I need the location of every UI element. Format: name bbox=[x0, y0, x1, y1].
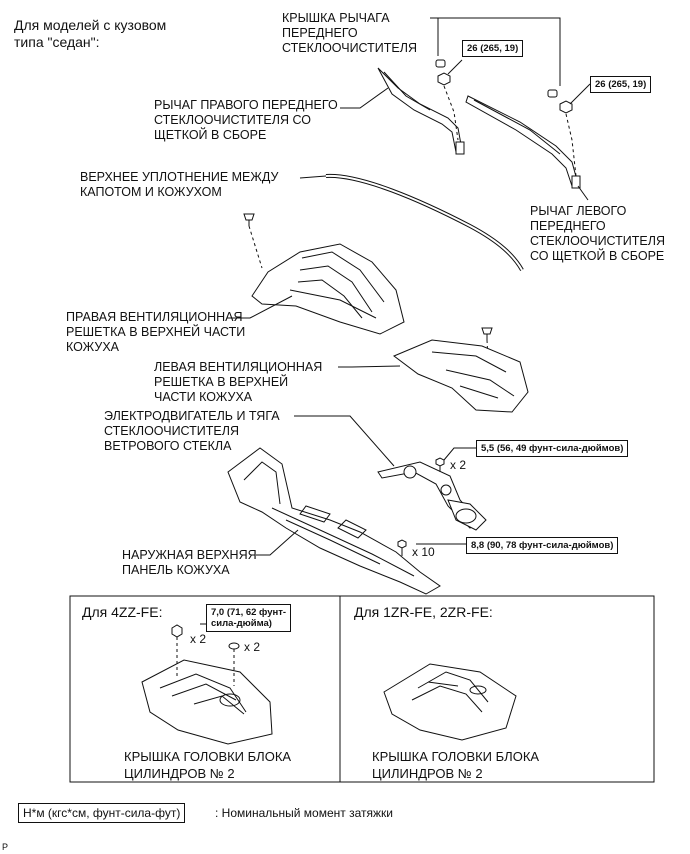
label-left-wiper-arm: РЫЧАГ ЛЕВОГО ПЕРЕДНЕГО СТЕКЛООЧИСТИТЕЛЯ … bbox=[530, 204, 665, 263]
right-wiper-arm bbox=[377, 67, 465, 155]
arm-cap-icon bbox=[547, 89, 558, 98]
clip-icon bbox=[481, 327, 493, 340]
engine-cover-inset bbox=[69, 595, 655, 783]
legend-unit-box: Н*м (кгс*см, фунт-сила-фут) bbox=[18, 803, 186, 823]
clip-icon bbox=[243, 213, 255, 226]
corner-mark: P bbox=[2, 842, 9, 852]
torque-arm-right: 26 (265, 19) bbox=[462, 40, 524, 57]
torque-motor: 5,5 (56, 49 фунт-сила-дюймов) bbox=[476, 440, 629, 457]
nut-icon bbox=[559, 100, 573, 114]
label-wiper-motor: ЭЛЕКТРОДВИГАТЕЛЬ И ТЯГА СТЕКЛООЧИСТИТЕЛЯ… bbox=[104, 409, 280, 453]
label-left-louver: ЛЕВАЯ ВЕНТИЛЯЦИОННАЯ РЕШЕТКА В ВЕРХНЕЙ Ч… bbox=[154, 360, 323, 404]
inset-title-zr: Для 1ZR-FE, 2ZR-FE: bbox=[354, 604, 493, 620]
torque-cowl-panel: 8,8 (90, 78 фунт-сила-дюймов) bbox=[466, 537, 619, 554]
bolt-icon bbox=[397, 539, 407, 556]
label-wiper-arm-cap: КРЫШКА РЫЧАГА ПЕРЕДНЕГО СТЕКЛООЧИСТИТЕЛЯ bbox=[282, 11, 417, 55]
multiplier-cowl-bolts: x 10 bbox=[412, 545, 435, 559]
inset-title-4zz: Для 4ZZ-FE: bbox=[82, 604, 163, 620]
caption-cover-4zz: КРЫШКА ГОЛОВКИ БЛОКА ЦИЛИНДРОВ № 2 bbox=[124, 749, 292, 781]
left-louver-panel bbox=[393, 339, 529, 413]
legend-description: : Номинальный момент затяжки bbox=[215, 806, 393, 820]
label-right-louver: ПРАВАЯ ВЕНТИЛЯЦИОННАЯ РЕШЕТКА В ВЕРХНЕЙ … bbox=[66, 310, 246, 354]
nut-icon bbox=[171, 624, 183, 676]
model-note: Для моделей с кузовом типа "седан": bbox=[14, 17, 167, 50]
torque-arm-left: 26 (265, 19) bbox=[590, 76, 652, 93]
label-outer-cowl-panel: НАРУЖНАЯ ВЕРХНЯЯ ПАНЕЛЬ КОЖУХА bbox=[122, 548, 257, 577]
right-louver-panel bbox=[251, 243, 405, 335]
engine-cover-4zz bbox=[141, 659, 273, 745]
multiplier-cover-clips: x 2 bbox=[244, 640, 261, 654]
arm-cap-icon bbox=[435, 59, 446, 68]
outer-cowl-panel bbox=[227, 447, 441, 595]
label-right-wiper-arm: РЫЧАГ ПРАВОГО ПЕРЕДНЕГО СТЕКЛООЧИСТИТЕЛЯ… bbox=[154, 98, 338, 142]
clip-icon bbox=[228, 642, 240, 686]
multiplier-cover-nuts: x 2 bbox=[190, 632, 207, 646]
label-hood-seal: ВЕРХНЕЕ УПЛОТНЕНИЕ МЕЖДУ КАПОТОМ И КОЖУХ… bbox=[80, 170, 279, 199]
nut-icon bbox=[437, 72, 451, 86]
bolt-icon bbox=[435, 457, 445, 472]
multiplier-motor-bolts: x 2 bbox=[450, 458, 467, 472]
wiper-motor-linkage bbox=[377, 461, 487, 531]
engine-cover-zr bbox=[383, 663, 517, 741]
torque-engine-cover: 7,0 (71, 62 фунт- сила-дюйма) bbox=[206, 604, 292, 632]
caption-cover-zr: КРЫШКА ГОЛОВКИ БЛОКА ЦИЛИНДРОВ № 2 bbox=[372, 749, 540, 781]
